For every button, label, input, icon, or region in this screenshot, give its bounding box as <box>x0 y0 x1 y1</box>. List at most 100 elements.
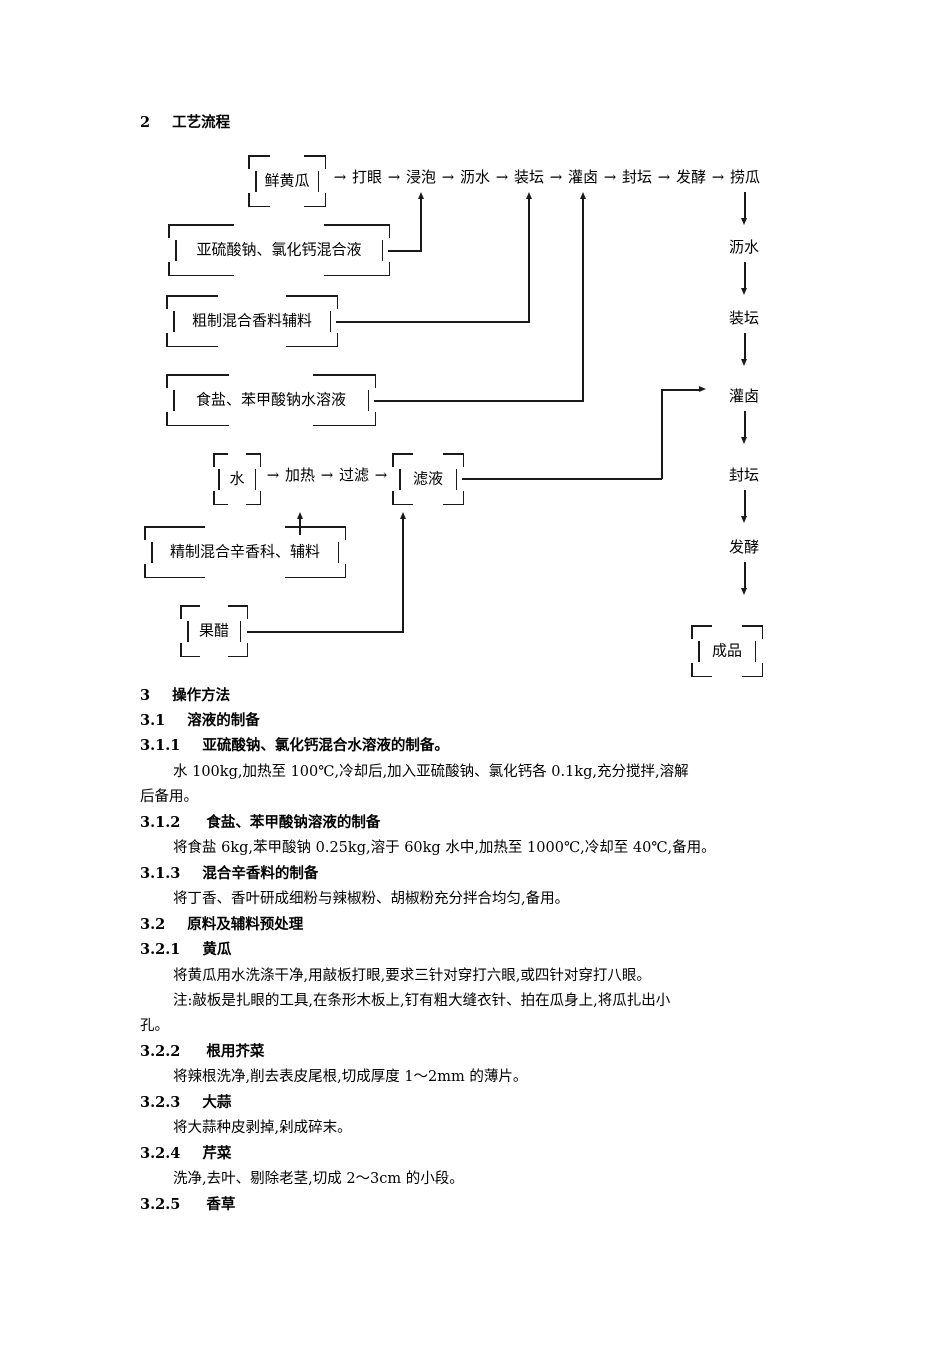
flow-step-right-guanlu: 灌卤 <box>728 387 759 405</box>
arrow-to-lvye: → <box>374 466 388 484</box>
heading-3-1-1-title: 亚硫酸钠、氯化钙混合水溶液的制备。 <box>202 737 449 754</box>
arrow-to-fajiao: → <box>657 168 671 186</box>
connector-vinegar-horiz <box>247 631 404 633</box>
heading-3-2-2-title: 根用芥菜 <box>206 1043 265 1060</box>
heading-3-1-number: 3.1 <box>140 712 166 729</box>
section-2-title: 工艺流程 <box>172 114 231 131</box>
connector-fajiao-chengpin <box>744 562 746 588</box>
arrow-to-zhuangtan: → <box>495 168 509 186</box>
heading-3-1-3-number: 3.1.3 <box>140 865 181 882</box>
connector-sulfite-vert <box>420 199 422 251</box>
flow-step-laogua: 捞瓜 <box>729 168 760 186</box>
flow-box-label: 粗制混合香料辅料 <box>191 311 312 330</box>
heading-3-1-3-title: 混合辛香料的制备 <box>202 865 319 882</box>
heading-3-2-2: 3.2.2 根用芥菜 <box>140 1043 265 1060</box>
heading-3-2-5-title: 香草 <box>206 1196 236 1213</box>
arrowhead-down-lishui <box>741 218 747 225</box>
connector-fengtan-fajiao <box>744 490 746 516</box>
flow-box-water: 水 <box>213 453 261 505</box>
heading-3-1-2-number: 3.1.2 <box>140 814 181 831</box>
flow-box-label: 滤液 <box>412 469 443 488</box>
para-3-2-4-line1: 洗净,去叶、剔除老茎,切成 2～3cm 的小段。 <box>173 1171 464 1187</box>
flow-step-right-lishui: 沥水 <box>728 238 759 256</box>
para-3-2-1-line1: 将黄瓜用水洗涤干净,用敲板打眼,要求三针对穿打六眼,或四针对穿打八眼。 <box>173 968 651 984</box>
flow-box-label: 食盐、苯甲酸钠水溶液 <box>195 390 346 409</box>
para-3-2-3-line1: 将大蒜种皮剥掉,剁成碎末。 <box>173 1120 352 1136</box>
connector-salt-benzoate-horiz <box>374 400 584 402</box>
arrowhead-up-guanlu-feed <box>580 192 586 199</box>
heading-3-2-3-title: 大蒜 <box>202 1094 232 1111</box>
section-3-heading: 3 操作方法 <box>140 687 231 704</box>
section-3-title: 操作方法 <box>172 687 231 704</box>
flow-box-filtrate: 滤液 <box>392 453 464 505</box>
arrowhead-up-zhuangtan-feed <box>526 192 532 199</box>
arrowhead-up-jinpao <box>418 192 424 199</box>
heading-3-1-1: 3.1.1 亚硫酸钠、氯化钙混合水溶液的制备。 <box>140 737 449 754</box>
flow-box-label: 成品 <box>711 641 742 660</box>
arrow-to-guolv: → <box>320 466 334 484</box>
process-flowchart: 鲜黄瓜 → 打眼 → 浸泡 → 沥水 → 装坛 → 灌卤 → 封坛 → 发酵 →… <box>0 0 950 677</box>
flow-box-fresh-cucumber: 鲜黄瓜 <box>248 155 326 207</box>
flow-step-daiyan: 打眼 <box>351 168 382 186</box>
heading-3-2-2-number: 3.2.2 <box>140 1043 181 1060</box>
flow-step-fajiao: 发酵 <box>675 168 706 186</box>
para-3-2-1-line2: 注:敲板是扎眼的工具,在条形木板上,钉有粗大缝衣针、拍在瓜身上,将瓜扎出小 <box>173 993 671 1009</box>
heading-3-2-5: 3.2.5 香草 <box>140 1196 236 1213</box>
heading-3-1-title: 溶液的制备 <box>187 712 260 729</box>
section-3-number: 3 <box>140 687 151 704</box>
para-3-2-1-line3: 孔。 <box>140 1018 169 1034</box>
arrowhead-right-guanlu <box>699 386 706 392</box>
para-3-1-1-line1: 水 100kg,加热至 100℃,冷却后,加入亚硫酸钠、氯化钙各 0.1kg,充… <box>173 764 689 780</box>
section-2-number: 2 <box>140 114 151 131</box>
heading-3-2-4-number: 3.2.4 <box>140 1145 181 1162</box>
heading-3-2-5-number: 3.2.5 <box>140 1196 181 1213</box>
connector-laogua-lishui <box>744 192 746 218</box>
flow-box-label: 鲜黄瓜 <box>264 171 310 190</box>
heading-3-1-2-title: 食盐、苯甲酸钠溶液的制备 <box>206 814 381 831</box>
heading-3-1-3: 3.1.3 混合辛香料的制备 <box>140 865 319 882</box>
arrowhead-down-zhuangtan <box>741 288 747 295</box>
connector-guanlu-fengtan <box>744 411 746 437</box>
heading-3-2-number: 3.2 <box>140 916 166 933</box>
connector-salt-benzoate-vert <box>582 199 584 401</box>
heading-3-2-1-number: 3.2.1 <box>140 941 181 958</box>
connector-sulfite-horiz <box>388 250 422 252</box>
flow-box-finished-product: 成品 <box>691 625 763 677</box>
flow-step-right-fengtan: 封坛 <box>728 466 759 484</box>
arrow-to-laogua: → <box>711 168 725 186</box>
para-3-1-3-line1: 将丁香、香叶研成细粉与辣椒粉、胡椒粉充分拌合均匀,备用。 <box>173 891 570 907</box>
arrowhead-up-jiare-feed <box>297 512 303 519</box>
heading-3-2-1: 3.2.1 黄瓜 <box>140 941 232 958</box>
heading-3-2-3-number: 3.2.3 <box>140 1094 181 1111</box>
section-2-heading: 2 工艺流程 <box>140 114 231 131</box>
heading-3-1-2: 3.1.2 食盐、苯甲酸钠溶液的制备 <box>140 814 381 831</box>
para-3-1-1-line2: 后备用。 <box>140 789 198 805</box>
connector-lishui-zhuangtan <box>744 262 746 288</box>
connector-vinegar-vert <box>402 519 404 632</box>
heading-3-2-1-title: 黄瓜 <box>202 941 232 958</box>
connector-coarse-spice-horiz <box>336 321 530 323</box>
heading-3-2-title: 原料及辅料预处理 <box>187 916 304 933</box>
arrow-to-fengtan: → <box>603 168 617 186</box>
connector-zhuangtan-guanlu <box>744 333 746 359</box>
flow-step-guanlu: 灌卤 <box>567 168 598 186</box>
arrowhead-down-guanlu <box>741 359 747 366</box>
flow-box-label: 精制混合辛香科、辅料 <box>169 542 320 561</box>
arrowhead-down-fajiao <box>741 516 747 523</box>
arrowhead-up-lvye-feed <box>400 512 406 519</box>
flow-box-fine-spice: 精制混合辛香科、辅料 <box>144 526 346 578</box>
heading-3-2-3: 3.2.3 大蒜 <box>140 1094 232 1111</box>
arrowhead-down-fengtan <box>741 437 747 444</box>
flow-box-salt-benzoate: 食盐、苯甲酸钠水溶液 <box>166 374 376 426</box>
heading-3-1-1-number: 3.1.1 <box>140 737 181 754</box>
connector-filtrate-horiz <box>462 478 662 480</box>
arrow-to-jinpao: → <box>387 168 401 186</box>
flow-step-right-zhuangtan: 装坛 <box>728 309 759 327</box>
arrow-to-guanlu: → <box>549 168 563 186</box>
connector-filtrate-to-guanlu <box>661 389 699 391</box>
heading-3-2: 3.2 原料及辅料预处理 <box>140 916 304 933</box>
flow-box-label: 水 <box>229 469 245 488</box>
flow-step-lishui: 沥水 <box>459 168 490 186</box>
